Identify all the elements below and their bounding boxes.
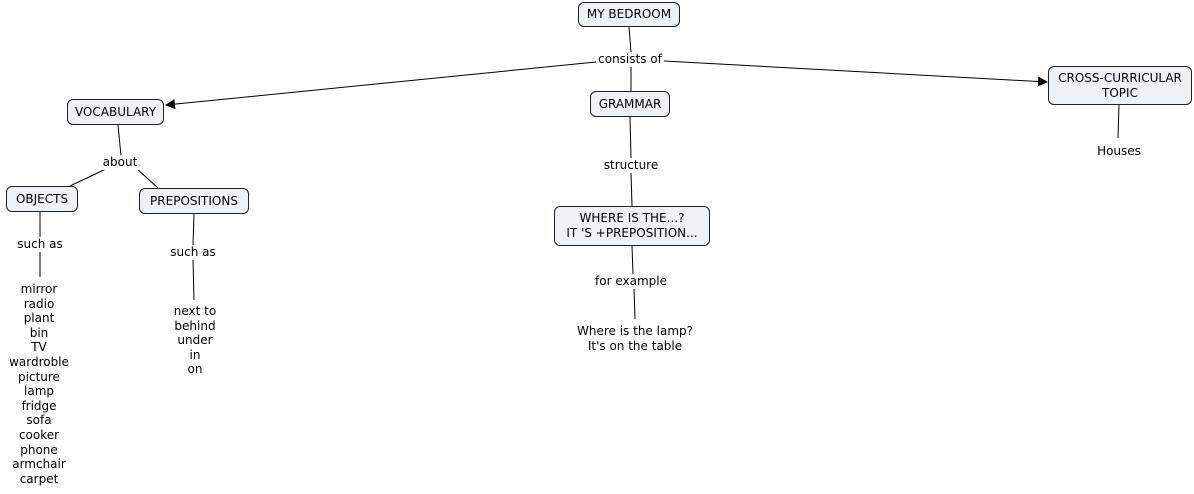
leaf-example-sentence: Where is the lamp? It's on the table [570, 324, 700, 353]
concept-objects-label: OBJECTS [15, 191, 69, 206]
line-about-objects [69, 167, 109, 187]
line-prepositions-suchas [192, 213, 195, 246]
list-item: armchair [12, 457, 66, 472]
link-prepositions-such-as: such as [167, 245, 219, 260]
line-box-forexample [631, 245, 634, 275]
link-about: about [101, 155, 139, 170]
list-item: carpet [19, 471, 59, 486]
line-vocabulary-about [117, 124, 122, 157]
list-item: next to [173, 304, 217, 318]
leaf-object-list: mirror radio plant bin TV wardroble pict… [4, 282, 74, 486]
list-item: lamp [24, 384, 54, 399]
list-item: on [187, 362, 203, 377]
example-line-2: It's on the table [587, 338, 683, 353]
line-grammar-structure [629, 116, 632, 159]
concept-vocabulary-label: VOCABULARY [74, 104, 157, 119]
concept-prepositions[interactable]: PREPOSITIONS [139, 188, 249, 214]
list-item: plant [23, 311, 55, 326]
concept-vocabulary[interactable]: VOCABULARY [67, 99, 164, 125]
arrow-to-vocabulary [165, 61, 597, 110]
list-item: phone [20, 442, 58, 457]
leaf-houses: Houses [1092, 144, 1146, 159]
arrow-to-cross-curricular [663, 60, 1048, 87]
concept-where-is-the[interactable]: WHERE IS THE...? IT 'S +PREPOSITION... [554, 206, 710, 246]
list-item: behind [174, 318, 216, 333]
concept-my-bedroom[interactable]: MY BEDROOM [578, 2, 680, 27]
list-item: mirror [20, 282, 58, 296]
line-cross-houses [1117, 104, 1120, 139]
concept-grammar[interactable]: GRAMMAR [590, 91, 670, 117]
link-objects-such-as: such as [14, 237, 66, 252]
list-item: in [189, 347, 201, 362]
list-item: picture [18, 369, 60, 384]
list-item: radio [23, 296, 55, 311]
concept-prepositions-label: PREPOSITIONS [150, 193, 238, 208]
example-line-1: Where is the lamp? [577, 324, 693, 338]
list-item: cooker [18, 427, 60, 442]
list-item: sofa [26, 413, 52, 428]
list-item: wardroble [9, 354, 69, 369]
line-structure-box [630, 171, 633, 207]
concept-where-is-line1: WHERE IS THE...? [579, 211, 685, 225]
line-about-prepositions [135, 167, 159, 189]
concept-cross-curricular-line1: CROSS-CURRICULAR [1058, 70, 1182, 85]
line-suchas-prepositionlist [192, 258, 195, 301]
leaf-preposition-list: next to behind under in on [165, 304, 225, 377]
link-structure: structure [601, 158, 661, 173]
concept-objects[interactable]: OBJECTS [6, 186, 78, 212]
list-item: under [177, 333, 213, 348]
concept-grammar-label: GRAMMAR [598, 96, 662, 111]
list-item: fridge [21, 398, 57, 413]
link-consists-of: consists of [596, 52, 664, 67]
line-forexample-sentence [633, 287, 636, 320]
concept-cross-curricular-topic[interactable]: CROSS-CURRICULAR TOPIC [1048, 66, 1192, 105]
concept-where-is-line2: IT 'S +PREPOSITION... [566, 226, 698, 240]
link-for-example: for example [592, 274, 670, 289]
list-item: bin [29, 325, 49, 340]
concept-cross-curricular-line2: TOPIC [1102, 85, 1138, 100]
concept-my-bedroom-label: MY BEDROOM [586, 7, 672, 21]
list-item: TV [31, 340, 47, 355]
line-root-consists [628, 26, 632, 53]
